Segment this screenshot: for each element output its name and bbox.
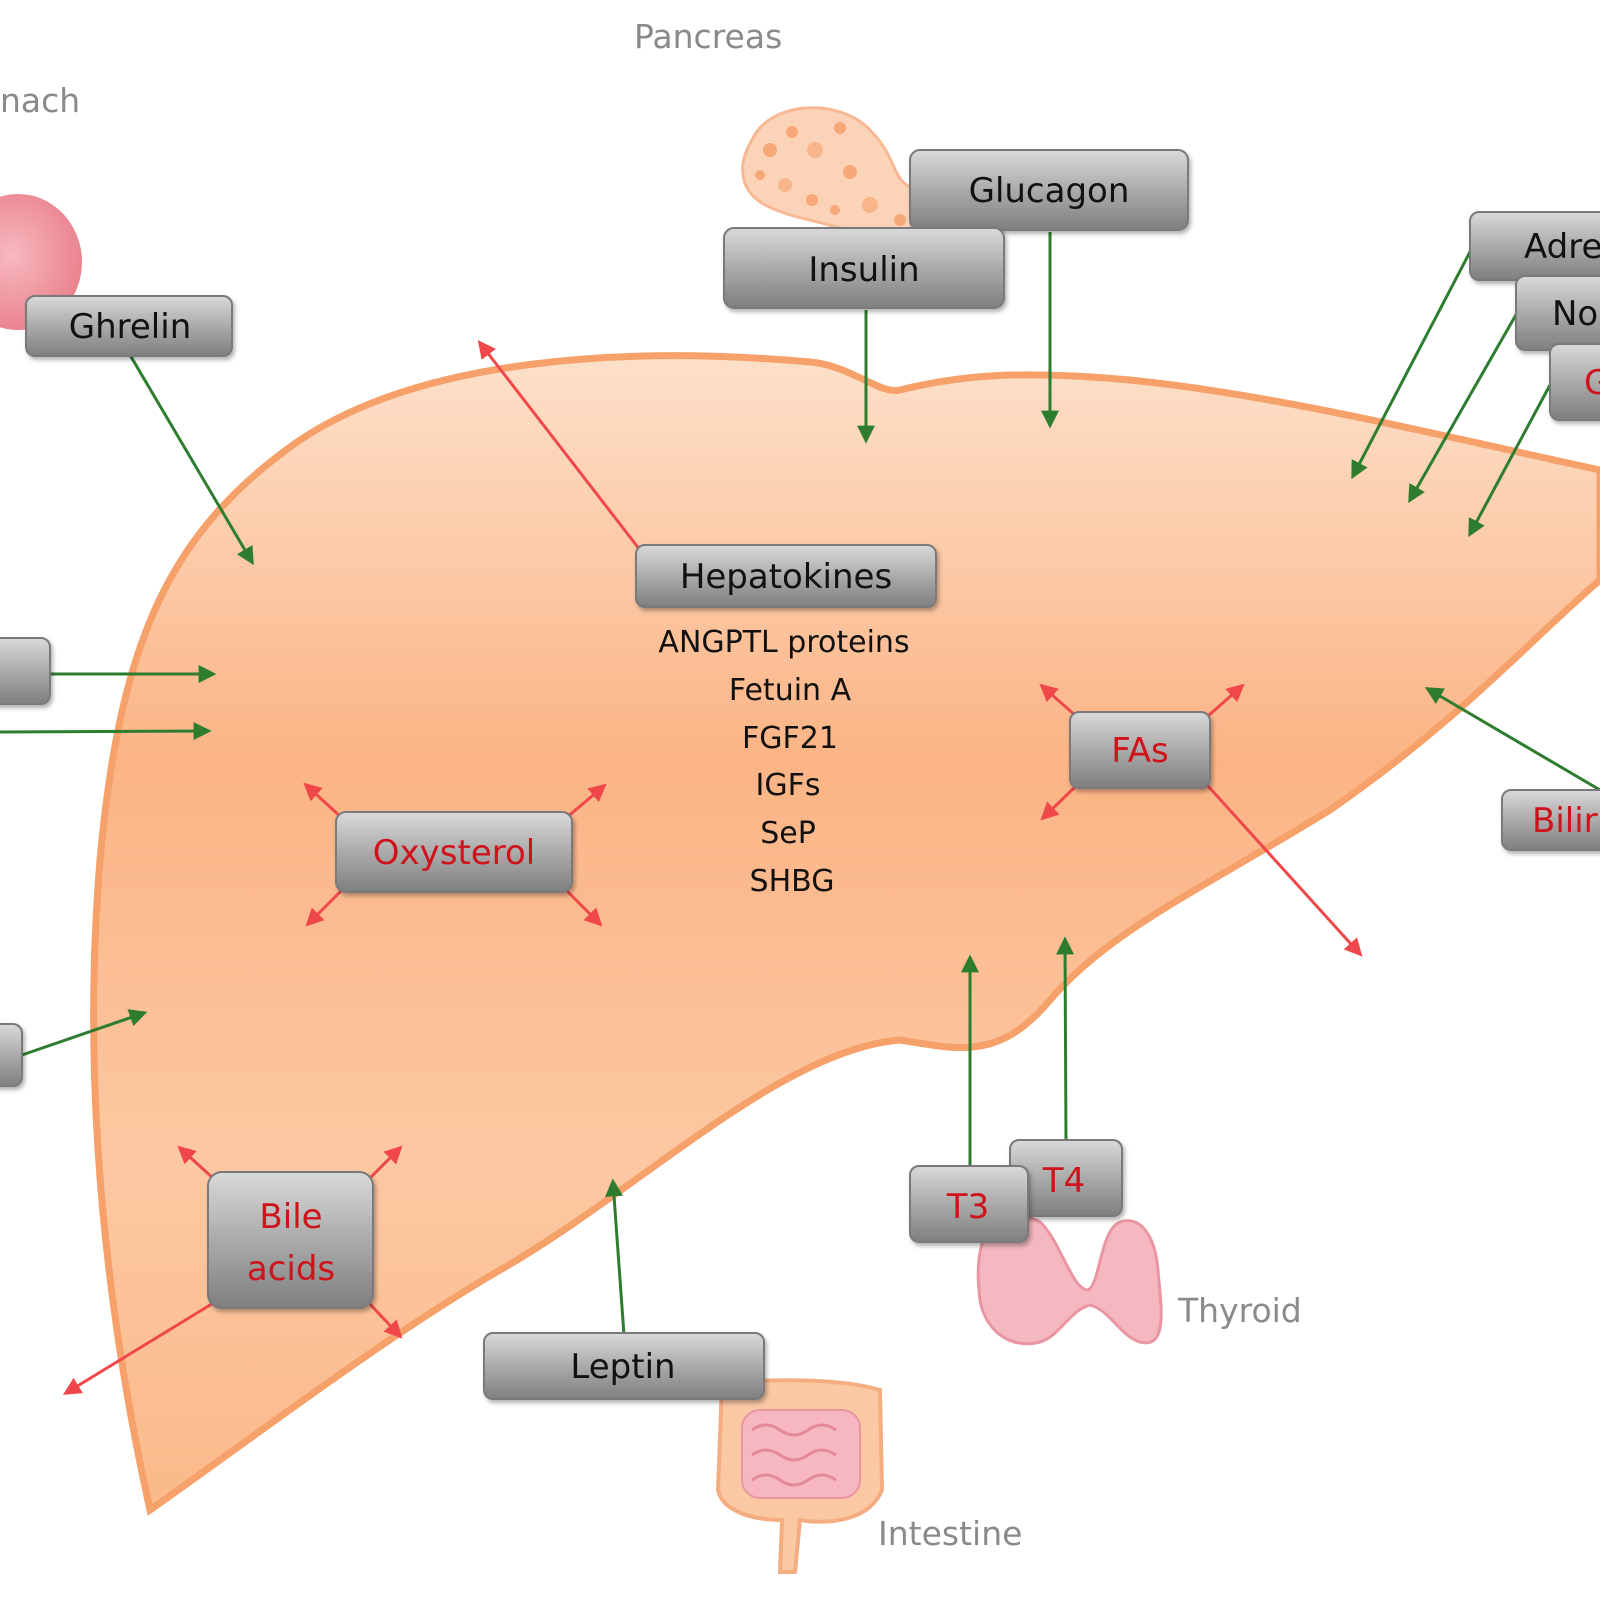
hepatokines-list: ANGPTL proteins Fetuin A FGF21 IGFs SeP … xyxy=(658,625,909,899)
arrow-fas-ne xyxy=(1207,683,1245,718)
insulin-box: Insulin xyxy=(723,227,1005,309)
arrow-oxysterol-nw xyxy=(303,782,344,820)
hepatokines-label: Hepatokines xyxy=(680,557,892,597)
g-label: G xyxy=(1584,363,1600,403)
stomach-label: nach xyxy=(0,81,80,120)
bilir-box: Bilir xyxy=(1501,789,1600,851)
arrow-bile-nw xyxy=(177,1145,217,1182)
glucagon-label: Glucagon xyxy=(969,171,1130,211)
no-label: No xyxy=(1552,294,1598,334)
ghrelin-box: Ghrelin xyxy=(25,295,233,357)
bile-acids-box: Bile acids xyxy=(207,1171,374,1309)
arrow-left-3-to-liver xyxy=(21,1009,148,1057)
arrow-bile-ne xyxy=(366,1145,403,1182)
arrow-bile-sw xyxy=(62,1300,216,1395)
arrow-t4-to-liver xyxy=(1056,936,1075,1143)
arrow-oxysterol-se xyxy=(564,888,603,927)
arrow-adre-to-liver xyxy=(1351,247,1474,480)
g-box: G xyxy=(1549,343,1600,421)
bilir-label: Bilir xyxy=(1532,801,1598,841)
t3-label: T3 xyxy=(946,1187,989,1227)
glucagon-box: Glucagon xyxy=(909,149,1189,231)
arrow-oxysterol-sw xyxy=(305,888,344,927)
hepatokine-item: ANGPTL proteins xyxy=(658,625,909,660)
pancreas-label: Pancreas xyxy=(634,17,782,56)
pancreas-icon xyxy=(741,106,957,248)
arrow-bile-se xyxy=(366,1300,403,1339)
hepatokine-item: Fetuin A xyxy=(729,673,852,708)
arrow-ghrelin-to-liver xyxy=(128,354,254,566)
arrow-fas-sw xyxy=(1040,784,1078,821)
hepatokine-item: SeP xyxy=(760,816,816,851)
intestine-label: Intestine xyxy=(878,1514,1022,1553)
arrow-left-2-to-liver xyxy=(0,722,212,741)
insulin-label: Insulin xyxy=(808,250,919,290)
t3-box: T3 xyxy=(909,1165,1029,1243)
liver-shape xyxy=(90,352,1600,1516)
bile-acids-label-line2: acids xyxy=(247,1249,335,1289)
outflow-arrows xyxy=(62,340,1363,1395)
thyroid-label: Thyroid xyxy=(1177,1291,1302,1330)
oxysterol-label: Oxysterol xyxy=(373,833,535,873)
hepatokines-box: Hepatokines xyxy=(635,544,937,608)
adre-box: Adre xyxy=(1469,211,1600,281)
hepatokine-item: IGFs xyxy=(756,768,821,803)
thyroid-icon xyxy=(976,1216,1163,1346)
arrow-fas-nw xyxy=(1039,683,1077,718)
left-partial-box-1 xyxy=(0,637,51,705)
left-partial-box-2 xyxy=(0,1023,23,1087)
hepatokine-item: SHBG xyxy=(750,864,835,899)
arrow-g-to-liver xyxy=(1468,384,1552,538)
leptin-box: Leptin xyxy=(483,1332,765,1400)
arrow-oxysterol-ne xyxy=(565,783,607,820)
t4-label: T4 xyxy=(1042,1161,1085,1201)
adre-label: Adre xyxy=(1524,227,1600,267)
arrow-no-to-liver xyxy=(1408,312,1519,504)
intestine-icon xyxy=(715,1378,885,1574)
fas-box: FAs xyxy=(1069,711,1211,789)
arrow-leptin-to-liver xyxy=(605,1178,626,1336)
inflow-arrows xyxy=(0,232,1600,1336)
hepatokine-item: FGF21 xyxy=(742,721,838,756)
ghrelin-label: Ghrelin xyxy=(69,307,192,347)
stomach-organ: nach xyxy=(0,81,82,330)
bile-acids-label-line1: Bile xyxy=(259,1197,322,1237)
oxysterol-box: Oxysterol xyxy=(335,811,573,893)
no-box: No xyxy=(1515,275,1600,351)
arrow-bilir-to-liver xyxy=(1424,687,1600,792)
t4-box: T4 xyxy=(1009,1139,1123,1217)
arrow-fas-se xyxy=(1206,784,1363,957)
fas-label: FAs xyxy=(1111,731,1168,771)
leptin-label: Leptin xyxy=(570,1347,675,1387)
arrow-hepatokines-out xyxy=(477,340,642,551)
